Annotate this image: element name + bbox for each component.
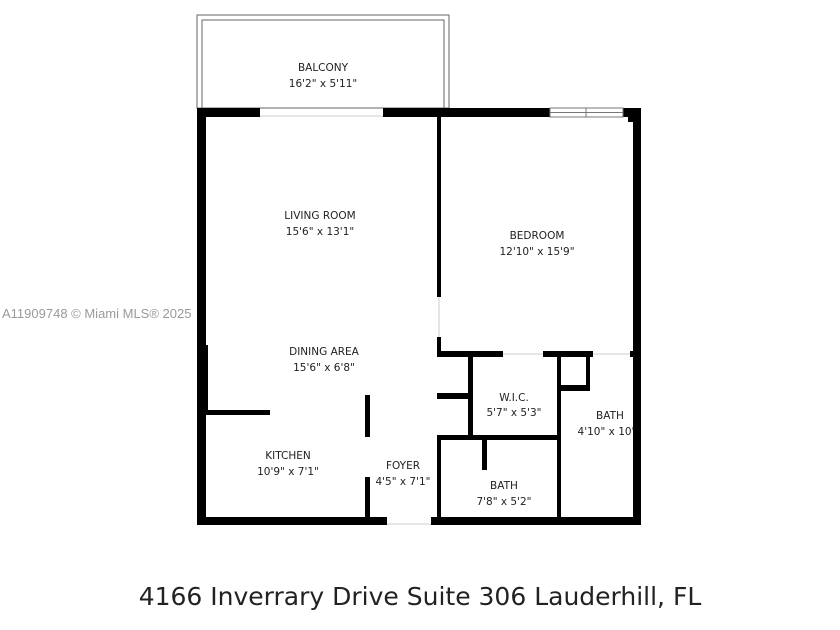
room-label-bath-master: BATH 4'10" x 10' bbox=[578, 410, 635, 438]
room-label-foyer: FOYER 4'5" x 7'1" bbox=[375, 460, 430, 488]
room-label-kitchen: KITCHEN 10'9" x 7'1" bbox=[257, 450, 319, 478]
svg-text:12'10" x 15'9": 12'10" x 15'9" bbox=[499, 246, 574, 258]
svg-text:7'8" x 5'2": 7'8" x 5'2" bbox=[476, 496, 531, 508]
room-label-bedroom: BEDROOM 12'10" x 15'9" bbox=[499, 230, 574, 258]
walls bbox=[197, 108, 641, 525]
balcony-outline bbox=[196, 14, 450, 109]
svg-text:4'10" x 10': 4'10" x 10' bbox=[578, 426, 635, 438]
svg-text:15'6" x 13'1": 15'6" x 13'1" bbox=[286, 226, 354, 238]
svg-text:W.I.C.: W.I.C. bbox=[499, 392, 529, 404]
svg-text:4'5" x 7'1": 4'5" x 7'1" bbox=[375, 476, 430, 488]
svg-text:BATH: BATH bbox=[596, 410, 624, 422]
svg-text:DINING AREA: DINING AREA bbox=[289, 346, 360, 358]
svg-text:BATH: BATH bbox=[490, 480, 518, 492]
openings bbox=[260, 115, 630, 525]
svg-text:KITCHEN: KITCHEN bbox=[265, 450, 311, 462]
room-label-balcony: BALCONY 16'2" x 5'11" bbox=[289, 62, 357, 90]
room-label-dining-area: DINING AREA 15'6" x 6'8" bbox=[289, 346, 360, 374]
svg-text:BEDROOM: BEDROOM bbox=[510, 230, 565, 242]
svg-text:FOYER: FOYER bbox=[386, 460, 420, 472]
address-caption: 4166 Inverrary Drive Suite 306 Lauderhil… bbox=[138, 582, 702, 611]
room-label-wic: W.I.C. 5'7" x 5'3" bbox=[486, 392, 541, 419]
svg-text:BALCONY: BALCONY bbox=[298, 62, 349, 74]
room-label-living-room: LIVING ROOM 15'6" x 13'1" bbox=[284, 210, 355, 238]
svg-text:10'9" x 7'1": 10'9" x 7'1" bbox=[257, 466, 319, 478]
watermark: A11909748 © Miami MLS® 2025 bbox=[2, 306, 192, 321]
svg-text:LIVING ROOM: LIVING ROOM bbox=[284, 210, 355, 222]
room-label-bath: BATH 7'8" x 5'2" bbox=[476, 480, 531, 508]
svg-text:15'6" x 6'8": 15'6" x 6'8" bbox=[293, 362, 355, 374]
svg-text:5'7" x 5'3": 5'7" x 5'3" bbox=[486, 407, 541, 419]
window bbox=[549, 107, 624, 118]
svg-text:16'2" x 5'11": 16'2" x 5'11" bbox=[289, 78, 357, 90]
